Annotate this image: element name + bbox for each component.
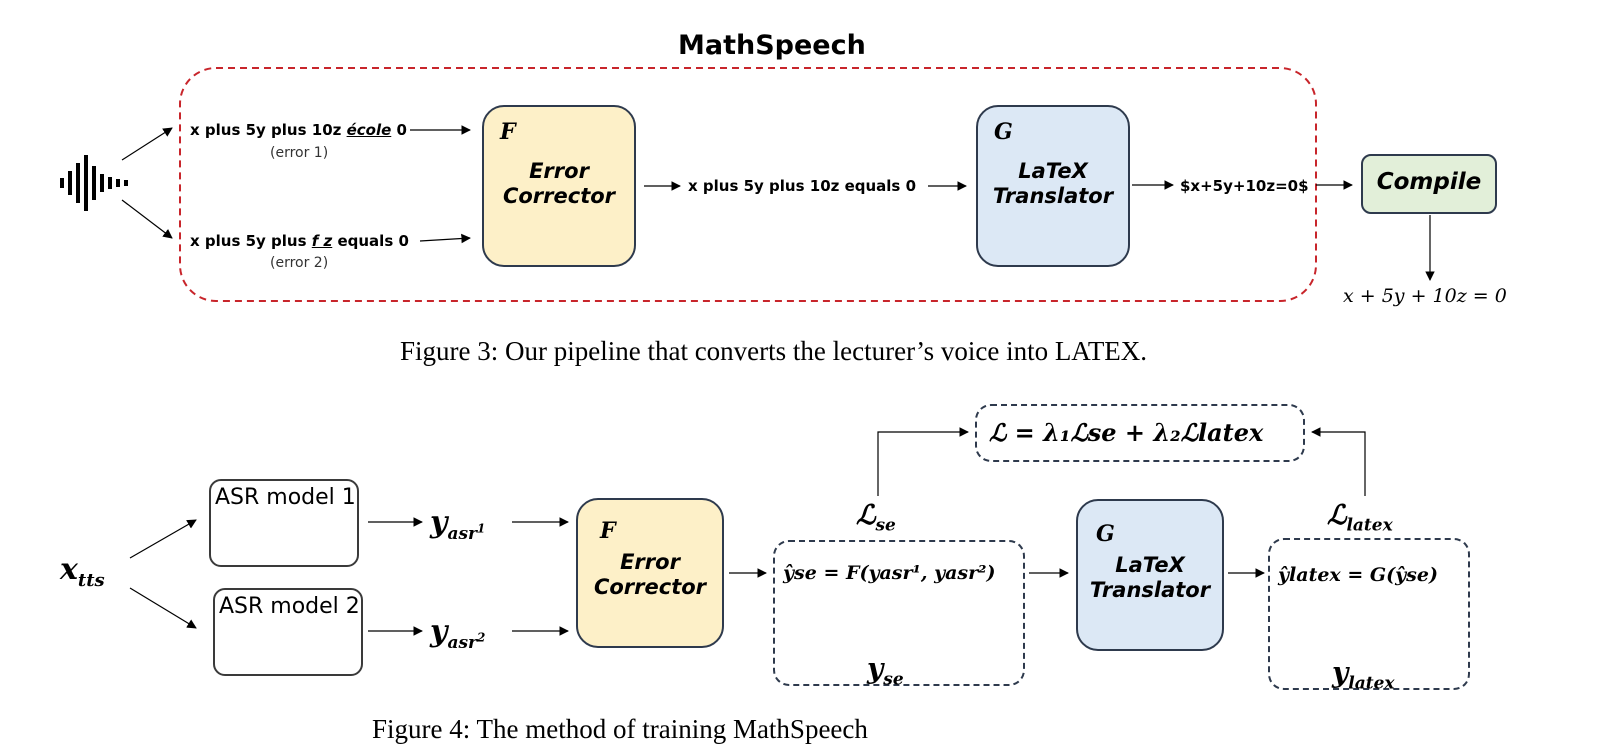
waveform-icon — [60, 155, 128, 211]
translator-line2: Translator — [992, 184, 1114, 209]
corrector-name-2: Error Corrector — [578, 550, 722, 600]
input-text-2: x plus 5y plus f z equals 0 — [190, 232, 409, 250]
arrow-llatex-to-total-loss — [1311, 427, 1366, 496]
corrector-name: Error Corrector — [484, 159, 634, 209]
tts-input-sub: tts — [77, 570, 105, 591]
compile-label: Compile — [1376, 169, 1482, 195]
loss-latex-base: ℒ — [1327, 500, 1347, 531]
input2-suffix: equals 0 — [332, 232, 409, 250]
latex-translator-box: G LaTeX Translator — [976, 105, 1130, 267]
error-note-2: (error 2) — [270, 255, 329, 271]
translator-letter: G — [994, 119, 1013, 145]
corrected-text: x plus 5y plus 10z equals 0 — [688, 177, 917, 195]
y-asr2-sub-text: asr — [447, 633, 477, 653]
asr-model-2-box: ASR model 2 — [213, 588, 363, 676]
input-text-1: x plus 5y plus 10z école 0 — [190, 121, 407, 139]
se-formula: ŷse = F(yasr¹, yasr²) — [783, 562, 996, 584]
y-asr2-sup: 2 — [476, 630, 486, 645]
y-asr1-sup: 1 — [476, 521, 486, 536]
latex-output-box: ŷlatex = G(ŷse) ylatex — [1268, 538, 1470, 694]
translator-line1-2: LaTeX — [1115, 553, 1185, 577]
asr-model-1-label: ASR model 1 — [215, 485, 356, 510]
loss-se-label: ℒse — [856, 500, 896, 535]
y-asr2: yasr2 — [430, 614, 485, 653]
y-asr2-sub: asr2 — [447, 630, 486, 653]
se-output-box: ŷse = F(yasr¹, yasr²) yse — [773, 540, 1025, 690]
latex-target-base: y — [1332, 656, 1349, 689]
loss-latex-sub: latex — [1346, 515, 1393, 536]
input1-suffix: 0 — [391, 121, 407, 139]
y-asr1-sub: asr1 — [447, 521, 486, 544]
latex-target-sub: latex — [1348, 673, 1395, 694]
figure4-caption: Figure 4: The method of training MathSpe… — [372, 714, 868, 744]
y-asr1-sub-text: asr — [447, 524, 477, 544]
asr-model-2-label: ASR model 2 — [219, 594, 360, 619]
arrow-wave-to-input1 — [121, 127, 173, 161]
arrow-lse-to-total-loss — [877, 427, 969, 496]
translator-line1: LaTeX — [1018, 159, 1088, 183]
asr-model-1-box: ASR model 1 — [209, 479, 359, 567]
error-corrector-box-2: F Error Corrector — [576, 498, 724, 648]
arrow-wave-to-input2 — [121, 199, 173, 239]
error-corrector-box: F Error Corrector — [482, 105, 636, 267]
corrector-line1-2: Error — [620, 550, 680, 574]
corrector-letter-2: F — [600, 518, 616, 544]
translator-letter-2: G — [1096, 521, 1115, 547]
latex-target: ylatex — [1332, 656, 1395, 694]
se-target-base: y — [867, 652, 884, 685]
y-asr1-base: y — [430, 505, 448, 540]
translator-name: LaTeX Translator — [978, 159, 1128, 209]
y-asr2-base: y — [430, 614, 448, 649]
se-target-sub: se — [883, 669, 904, 690]
input1-error-word: école — [346, 121, 392, 139]
loss-latex-label: ℒlatex — [1327, 500, 1393, 535]
translator-name-2: LaTeX Translator — [1078, 553, 1222, 603]
se-target: yse — [867, 652, 904, 690]
error-note-1: (error 1) — [270, 145, 329, 161]
figure3-caption: Figure 3: Our pipeline that converts the… — [400, 336, 1148, 366]
loss-se-base: ℒ — [856, 500, 876, 531]
latex-output: $x+5y+10z=0$ — [1180, 177, 1309, 195]
compile-box: Compile — [1361, 154, 1497, 214]
tts-input: xtts — [60, 552, 105, 591]
loss-se-sub: se — [875, 515, 896, 536]
rendered-output: x + 5y + 10z = 0 — [1343, 285, 1507, 307]
tts-input-base: x — [60, 552, 78, 587]
total-loss-formula: ℒ = λ₁ℒse + λ₂ℒlatex — [989, 418, 1264, 447]
y-asr1: yasr1 — [430, 505, 485, 544]
corrector-letter: F — [500, 119, 516, 145]
corrector-line2: Corrector — [502, 184, 616, 209]
total-loss-box: ℒ = λ₁ℒse + λ₂ℒlatex — [975, 404, 1305, 462]
corrector-line2-2: Corrector — [593, 575, 707, 600]
input2-prefix: x plus 5y plus — [190, 232, 312, 250]
input1-prefix: x plus 5y plus 10z — [190, 121, 347, 139]
arrow-input-to-asr2 — [129, 587, 197, 629]
figure3-title: MathSpeech — [678, 30, 866, 61]
arrow-input2-to-corrector — [419, 233, 471, 244]
latex-formula: ŷlatex = G(ŷse) — [1278, 564, 1438, 586]
corrector-line1: Error — [529, 159, 589, 183]
input2-error-word: f z — [311, 232, 333, 250]
translator-line2-2: Translator — [1089, 578, 1211, 603]
arrow-input-to-asr1 — [129, 519, 197, 559]
latex-translator-box-2: G LaTeX Translator — [1076, 499, 1224, 651]
